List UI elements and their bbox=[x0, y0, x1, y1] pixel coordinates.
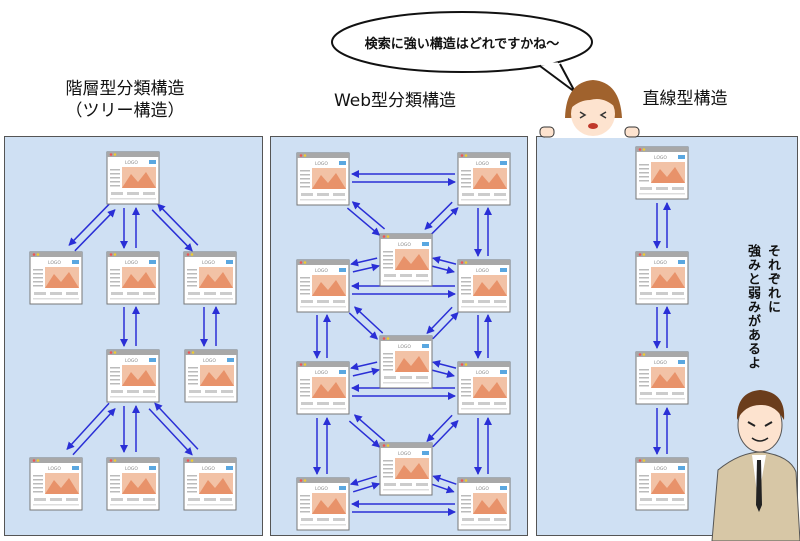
tree-page: LOGO bbox=[106, 251, 160, 305]
link-arrow bbox=[426, 414, 453, 442]
page-logo-text: LOGO bbox=[125, 160, 138, 166]
page-logo-text: LOGO bbox=[315, 370, 328, 376]
page-logo-text: LOGO bbox=[476, 370, 489, 376]
hierarchy-title-line2: （ツリー構造） bbox=[65, 101, 185, 121]
link-arrow bbox=[72, 407, 116, 456]
linear-page: LOGO bbox=[635, 251, 689, 305]
hierarchy-title: 階層型分類構造 （ツリー構造） bbox=[30, 78, 220, 122]
link-arrow bbox=[148, 408, 193, 456]
link-arrow bbox=[430, 207, 459, 236]
link-arrow bbox=[430, 483, 455, 494]
tree-page: LOGO bbox=[29, 457, 83, 511]
link-arrow bbox=[151, 209, 193, 252]
web-page: LOGO bbox=[379, 335, 433, 389]
linear-page: LOGO bbox=[635, 457, 689, 511]
page-logo-text: LOGO bbox=[125, 466, 138, 472]
hierarchy-title-line1: 階層型分類構造 bbox=[65, 79, 185, 99]
speech-text: 検索に強い構造はどれですかね～ bbox=[364, 37, 560, 52]
web-page: LOGO bbox=[457, 477, 511, 531]
link-arrow bbox=[426, 306, 453, 334]
page-logo-text: LOGO bbox=[125, 358, 138, 364]
link-arrow bbox=[432, 360, 457, 369]
tree-page: LOGO bbox=[184, 349, 238, 403]
web-page: LOGO bbox=[457, 361, 511, 415]
side-note-line1: それぞれに bbox=[765, 244, 780, 314]
web-page: LOGO bbox=[379, 233, 433, 287]
page-logo-text: LOGO bbox=[48, 260, 61, 266]
page-logo-text: LOGO bbox=[476, 268, 489, 274]
page-logo-text: LOGO bbox=[315, 268, 328, 274]
web-page: LOGO bbox=[296, 477, 350, 531]
link-arrow bbox=[351, 201, 386, 230]
page-logo-text: LOGO bbox=[202, 466, 215, 472]
page-logo-text: LOGO bbox=[315, 161, 328, 167]
link-arrow bbox=[346, 207, 381, 236]
page-logo-text: LOGO bbox=[202, 260, 215, 266]
link-arrow bbox=[74, 209, 116, 252]
web-page: LOGO bbox=[296, 152, 350, 206]
web-page: LOGO bbox=[296, 259, 350, 313]
link-arrow bbox=[352, 263, 380, 273]
page-logo-text: LOGO bbox=[476, 486, 489, 492]
page-logo-text: LOGO bbox=[654, 466, 667, 472]
link-arrow bbox=[349, 475, 378, 486]
link-arrow bbox=[432, 312, 459, 340]
page-logo-text: LOGO bbox=[654, 260, 667, 266]
tree-page: LOGO bbox=[106, 457, 160, 511]
page-logo-text: LOGO bbox=[476, 161, 489, 167]
link-arrow bbox=[353, 306, 384, 334]
tree-page: LOGO bbox=[29, 251, 83, 305]
page-logo-text: LOGO bbox=[203, 358, 216, 364]
page-logo-text: LOGO bbox=[398, 344, 411, 350]
link-arrow bbox=[424, 201, 453, 230]
link-arrow bbox=[352, 482, 381, 493]
link-arrow bbox=[432, 420, 459, 448]
link-arrow bbox=[430, 369, 455, 378]
tree-page: LOGO bbox=[183, 457, 237, 511]
link-arrow bbox=[352, 367, 380, 377]
web-page: LOGO bbox=[379, 442, 433, 496]
tree-page: LOGO bbox=[106, 151, 160, 205]
link-arrow bbox=[353, 414, 386, 442]
link-arrow bbox=[66, 402, 110, 451]
link-arrow bbox=[432, 256, 457, 265]
page-logo-text: LOGO bbox=[398, 242, 411, 248]
page-logo-text: LOGO bbox=[654, 155, 667, 161]
web-page: LOGO bbox=[296, 361, 350, 415]
side-note: それぞれに 強みと弱みがあるよ bbox=[742, 244, 782, 394]
link-arrow bbox=[350, 257, 378, 267]
link-arrow bbox=[157, 203, 199, 246]
tree-page: LOGO bbox=[106, 349, 160, 403]
linear-page: LOGO bbox=[635, 351, 689, 405]
web-page: LOGO bbox=[457, 259, 511, 313]
link-arrow bbox=[348, 420, 381, 448]
link-arrow bbox=[430, 265, 455, 274]
tree-page: LOGO bbox=[183, 251, 237, 305]
web-title: Web型分類構造 bbox=[333, 91, 457, 111]
link-arrow bbox=[350, 361, 378, 371]
page-logo-text: LOGO bbox=[125, 260, 138, 266]
link-arrow bbox=[68, 203, 110, 246]
link-arrow bbox=[432, 474, 457, 485]
linear-title: 直線型構造 bbox=[642, 89, 728, 109]
page-logo-text: LOGO bbox=[48, 466, 61, 472]
page-logo-text: LOGO bbox=[654, 360, 667, 366]
page-logo-text: LOGO bbox=[398, 451, 411, 457]
link-arrow bbox=[348, 312, 379, 340]
side-note-line2: 強みと弱みがあるよ bbox=[745, 244, 760, 370]
page-logo-text: LOGO bbox=[315, 486, 328, 492]
link-arrow bbox=[154, 402, 199, 450]
web-page: LOGO bbox=[457, 152, 511, 206]
linear-page: LOGO bbox=[635, 146, 689, 200]
